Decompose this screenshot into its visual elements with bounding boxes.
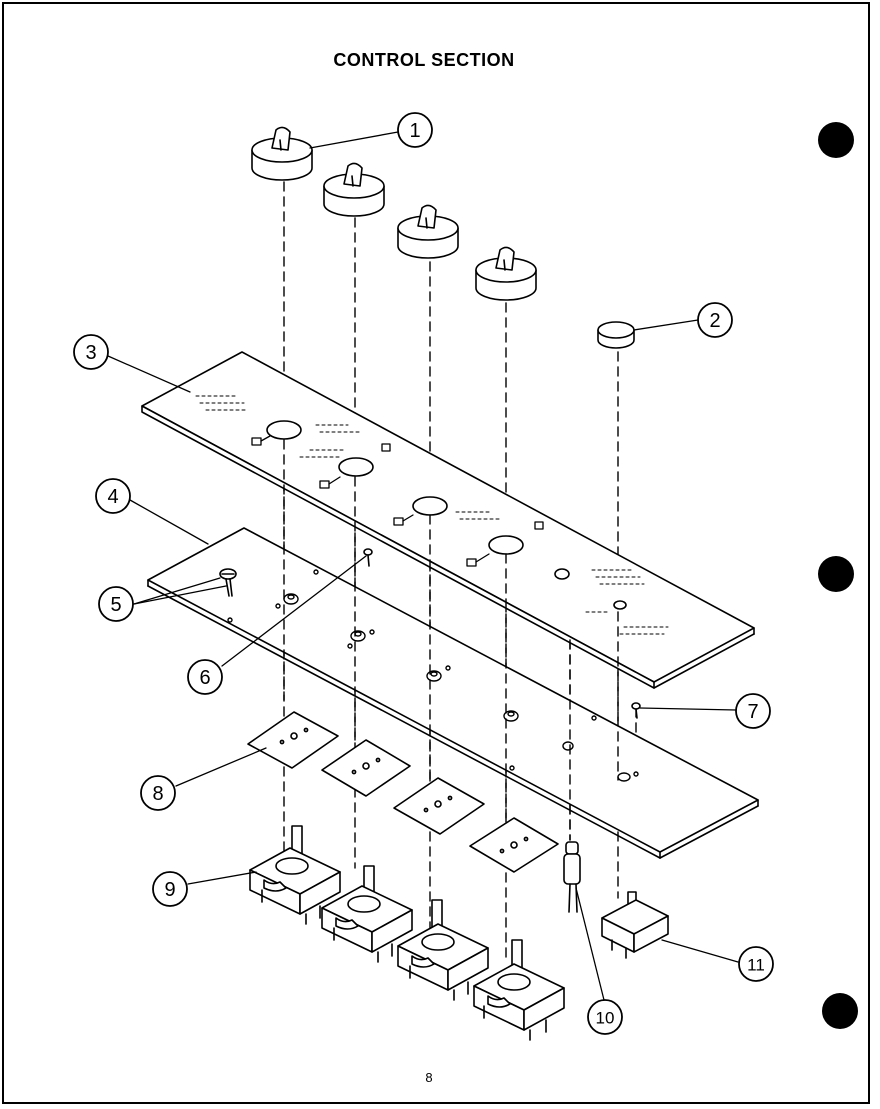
callout-8: 8 (152, 783, 163, 805)
panel-indicator-marks (251, 435, 544, 567)
page-number: 8 (425, 1070, 433, 1085)
callout-9: 9 (164, 879, 175, 901)
punch-hole-top (818, 122, 854, 158)
control-panel-plate (141, 351, 755, 689)
switch-plate-4 (469, 817, 559, 873)
screw-5 (219, 568, 237, 597)
panel-knob-holes (266, 420, 627, 610)
callout-3: 3 (85, 342, 96, 364)
page-title: CONTROL SECTION (333, 50, 515, 70)
callout-11: 11 (747, 956, 765, 975)
callout-1: 1 (409, 120, 420, 142)
rotary-switch-3 (397, 899, 489, 1001)
punch-hole-middle (818, 556, 854, 592)
knob-2 (323, 162, 385, 217)
switch-plate-2 (321, 739, 411, 797)
screw-6 (363, 548, 373, 567)
rotary-switch-1 (249, 825, 341, 925)
callout-7: 7 (747, 701, 758, 723)
indicator-light (563, 841, 581, 913)
callout-2: 2 (709, 310, 720, 332)
leader-lines (107, 131, 739, 1001)
callout-circles (73, 112, 774, 1035)
callout-6: 6 (199, 667, 210, 689)
switch-plate-1 (247, 711, 339, 769)
push-switch (601, 891, 669, 959)
push-button (597, 321, 635, 349)
knob-4 (475, 246, 537, 301)
mounting-plate-holes (227, 569, 639, 782)
punch-hole-bottom (822, 993, 858, 1029)
screw-7 (631, 702, 641, 719)
callout-4: 4 (107, 486, 118, 508)
mounting-plate (147, 527, 759, 859)
callout-10: 10 (596, 1009, 615, 1028)
switch-plate-3 (393, 777, 485, 835)
knob-3 (397, 204, 459, 259)
panel-printed-graphics (195, 395, 669, 635)
rotary-switch-2 (321, 865, 413, 963)
callout-5: 5 (110, 594, 121, 616)
knob-1 (251, 126, 313, 181)
rotary-switch-4 (473, 939, 565, 1041)
